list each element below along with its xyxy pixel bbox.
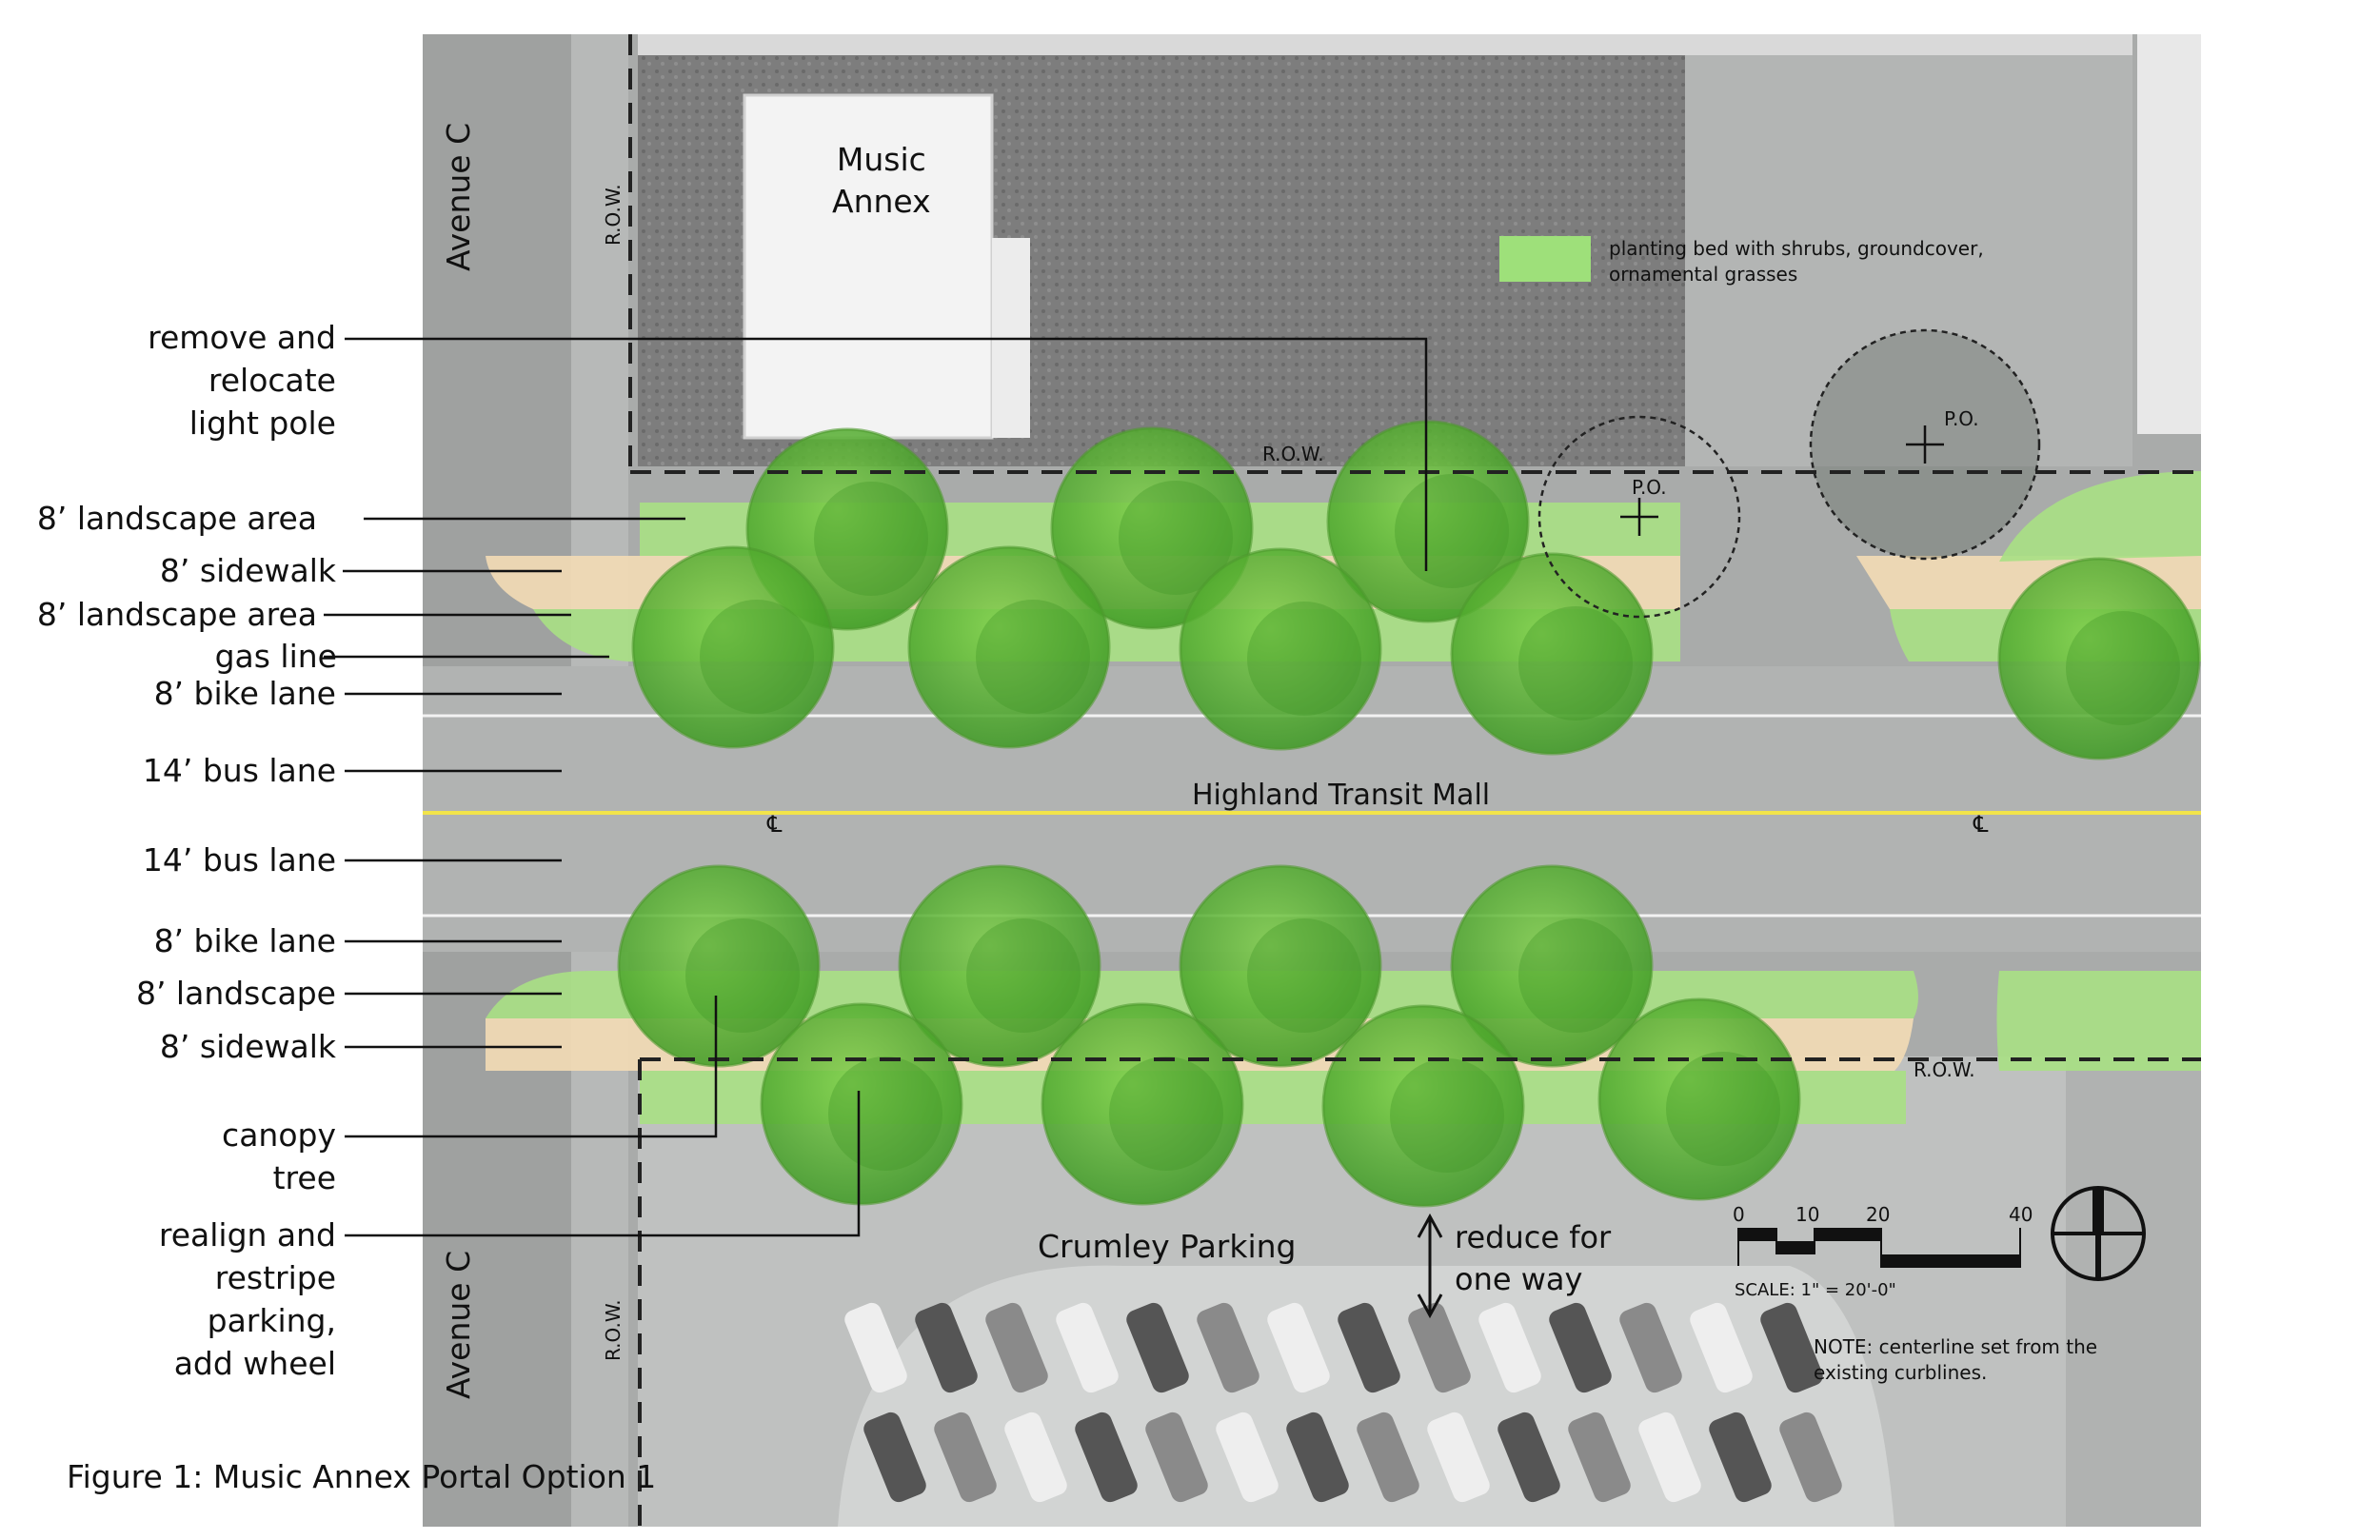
northeast-bulb	[1999, 471, 2201, 562]
parked-car	[1126, 1302, 1189, 1393]
parked-car	[844, 1302, 907, 1393]
scale-tick-40: 40	[2009, 1203, 2033, 1226]
parked-car	[1497, 1412, 1560, 1503]
legend-text: planting bed with shrubs, groundcover, o…	[1609, 237, 1984, 286]
row-label-vertical-top: R.O.W.	[602, 184, 625, 246]
parked-car	[1197, 1302, 1259, 1393]
leader-lines	[324, 337, 1428, 1237]
centerline-symbol-right: ℄	[1973, 811, 1989, 838]
parked-car	[1568, 1412, 1631, 1503]
row-label-south: R.O.W.	[1914, 1058, 1975, 1081]
canopy-tree-15	[1321, 1004, 1525, 1208]
parked-car	[934, 1412, 997, 1503]
row-label-north: R.O.W.	[1262, 443, 1324, 465]
legend-swatch	[1499, 236, 1591, 282]
north-lot-right	[1685, 48, 2132, 466]
label-landscape: 8’ landscape	[135, 975, 336, 1012]
avenue-c-label-top: Avenue C	[440, 122, 477, 271]
label-landscape-area-1: 8’ landscape area	[36, 500, 317, 537]
canopy-tree-2	[1050, 426, 1254, 630]
canopy-tree-4	[631, 545, 835, 749]
figure-caption: Figure 1: Music Annex Portal Option 1	[67, 1458, 657, 1495]
canopy-tree-5	[907, 545, 1111, 749]
parked-car	[1779, 1412, 1842, 1503]
label-bus-lane-1: 14’ bus lane	[142, 752, 336, 789]
parked-car	[1638, 1412, 1701, 1503]
parked-car	[1267, 1302, 1330, 1393]
parked-car	[863, 1412, 926, 1503]
north-roof	[638, 34, 2132, 55]
music-annex-label: Music Annex	[832, 141, 931, 220]
parked-car	[1408, 1302, 1471, 1393]
parked-car	[915, 1302, 978, 1393]
label-bus-lane-2: 14’ bus lane	[142, 841, 336, 879]
parked-car	[1145, 1412, 1208, 1503]
parked-car	[1056, 1302, 1119, 1393]
label-realign-parking: realign and restripe parking, add wheel	[158, 1216, 336, 1382]
canopy-tree-16	[1597, 997, 1801, 1201]
one-way-arrow	[1417, 1213, 1443, 1319]
canopy-trees	[617, 420, 2201, 1208]
parked-car	[1549, 1302, 1612, 1393]
canopy-tree-11	[1179, 864, 1382, 1068]
parked-car	[985, 1302, 1048, 1393]
label-sidewalk-1: 8’ sidewalk	[159, 552, 336, 589]
one-way-label: reduce for one way	[1455, 1219, 1612, 1297]
canopy-tree-9	[617, 864, 821, 1068]
canopy-tree-14	[1041, 1002, 1244, 1206]
avenue-c-label-bottom: Avenue C	[440, 1250, 477, 1399]
south-right-edge	[2066, 1056, 2201, 1527]
parked-car	[1216, 1412, 1279, 1503]
canopy-tree-7	[1450, 552, 1654, 756]
parked-car	[1004, 1412, 1067, 1503]
parked-car	[1286, 1412, 1349, 1503]
parked-car	[1357, 1412, 1419, 1503]
po-label-2: P.O.	[1944, 407, 1979, 430]
label-relocate-light-pole: remove and relocate light pole	[148, 319, 336, 442]
centerline-note: NOTE: centerline set from the existing c…	[1814, 1335, 2098, 1384]
parked-car	[1338, 1302, 1400, 1393]
parked-car	[1690, 1302, 1753, 1393]
label-gas-line: gas line	[214, 638, 337, 675]
canopy-tree-6	[1179, 547, 1382, 751]
canopy-tree-10	[898, 864, 1101, 1068]
existing-tree-circle-1	[1537, 415, 1741, 619]
scale-tick-0: 0	[1733, 1203, 1745, 1226]
scale-caption: SCALE: 1" = 20'-0"	[1735, 1280, 1896, 1300]
label-bike-lane-1: 8’ bike lane	[153, 675, 336, 712]
canopy-tree-12	[1450, 864, 1654, 1068]
canopy-tree-8	[1997, 557, 2201, 760]
parked-cars	[844, 1302, 1842, 1503]
parked-car	[1619, 1302, 1682, 1393]
po-label-1: P.O.	[1632, 476, 1667, 499]
scale-bar	[1737, 1228, 2021, 1268]
parked-car	[1478, 1302, 1541, 1393]
parked-car	[1760, 1302, 1823, 1393]
scale-tick-20: 20	[1866, 1203, 1891, 1226]
label-sidewalk-2: 8’ sidewalk	[159, 1028, 336, 1065]
parked-car	[1075, 1412, 1138, 1503]
parked-car	[1709, 1412, 1772, 1503]
canopy-tree-13	[760, 1002, 963, 1206]
label-bike-lane-2: 8’ bike lane	[153, 922, 336, 959]
parked-car	[1427, 1412, 1490, 1503]
row-label-vertical-bottom: R.O.W.	[602, 1299, 625, 1361]
crumley-parking-label: Crumley Parking	[1038, 1228, 1297, 1265]
po-cross-1	[1620, 498, 1658, 536]
southeast-planting	[1996, 971, 2201, 1071]
label-canopy-tree: canopy tree	[222, 1116, 336, 1196]
canopy-tree-3	[1326, 420, 1530, 623]
north-edge-building	[2137, 34, 2201, 434]
po-cross-2	[1906, 425, 1944, 464]
scale-tick-10: 10	[1795, 1203, 1820, 1226]
north-arrow-fill	[2092, 1188, 2104, 1234]
centerline-symbol-left: ℄	[767, 811, 783, 838]
music-annex-building	[743, 93, 994, 440]
highland-transit-mall-label: Highland Transit Mall	[1192, 779, 1491, 812]
label-landscape-area-2: 8’ landscape area	[36, 596, 317, 633]
